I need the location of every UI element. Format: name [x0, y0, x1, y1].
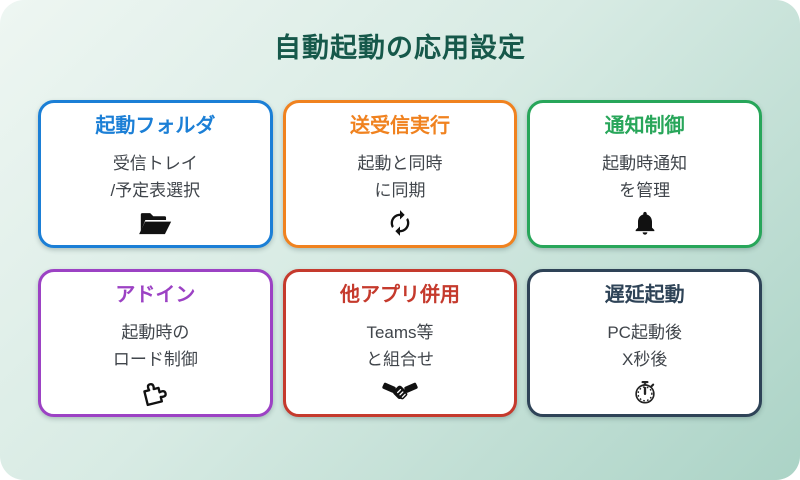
card-title: アドイン [115, 284, 196, 306]
card-line-1: 受信トレイ [112, 154, 198, 173]
card-line-2: ロード制御 [112, 350, 198, 369]
card-description: 起動時通知 を管理 [602, 150, 687, 204]
card-send-receive: 送受信実行 起動と同時 に同期 [282, 100, 518, 248]
handshake-icon [382, 376, 418, 408]
card-line-1: PC起動後 [607, 323, 682, 342]
page-title: 自動起動の応用設定 [274, 33, 526, 63]
card-other-apps: 他アプリ併用 Teams等 と組合せ [282, 269, 518, 417]
sync-icon [386, 207, 414, 239]
card-title: 通知制御 [604, 115, 685, 137]
card-description: 起動時の ロード制御 [113, 319, 198, 373]
card-line-1: 起動と同時 [357, 154, 443, 173]
card-line-2: を管理 [619, 181, 671, 200]
card-line-1: 起動時通知 [602, 154, 688, 173]
card-line-1: 起動時の [121, 323, 190, 342]
card-title: 遅延起動 [604, 284, 685, 306]
card-grid: 起動フォルダ 受信トレイ /予定表選択 送受信実行 起動と同時 に同期 [38, 100, 762, 417]
folder-open-icon [138, 207, 172, 239]
card-notification-control: 通知制御 起動時通知 を管理 [527, 100, 762, 248]
card-delayed-start: 遅延起動 PC起動後 X秒後 [527, 269, 762, 417]
card-line-2: に同期 [374, 181, 426, 200]
stopwatch-icon [631, 376, 659, 408]
card-description: 起動と同時 に同期 [357, 150, 442, 204]
card-line-1: Teams等 [366, 323, 434, 342]
card-title: 起動フォルダ [95, 115, 216, 137]
card-line-2: X秒後 [621, 350, 668, 369]
card-title: 送受信実行 [349, 115, 450, 137]
card-line-2: /予定表選択 [110, 181, 201, 200]
card-startup-folder: 起動フォルダ 受信トレイ /予定表選択 [38, 100, 273, 248]
card-description: Teams等 と組合せ [366, 319, 434, 373]
card-addin: アドイン 起動時の ロード制御 [38, 269, 273, 417]
bell-icon [631, 207, 659, 239]
puzzle-icon [139, 376, 171, 408]
card-title: 他アプリ併用 [339, 284, 460, 306]
card-description: 受信トレイ /予定表選択 [110, 150, 200, 204]
card-description: PC起動後 X秒後 [607, 319, 682, 373]
card-line-2: と組合せ [365, 350, 434, 369]
